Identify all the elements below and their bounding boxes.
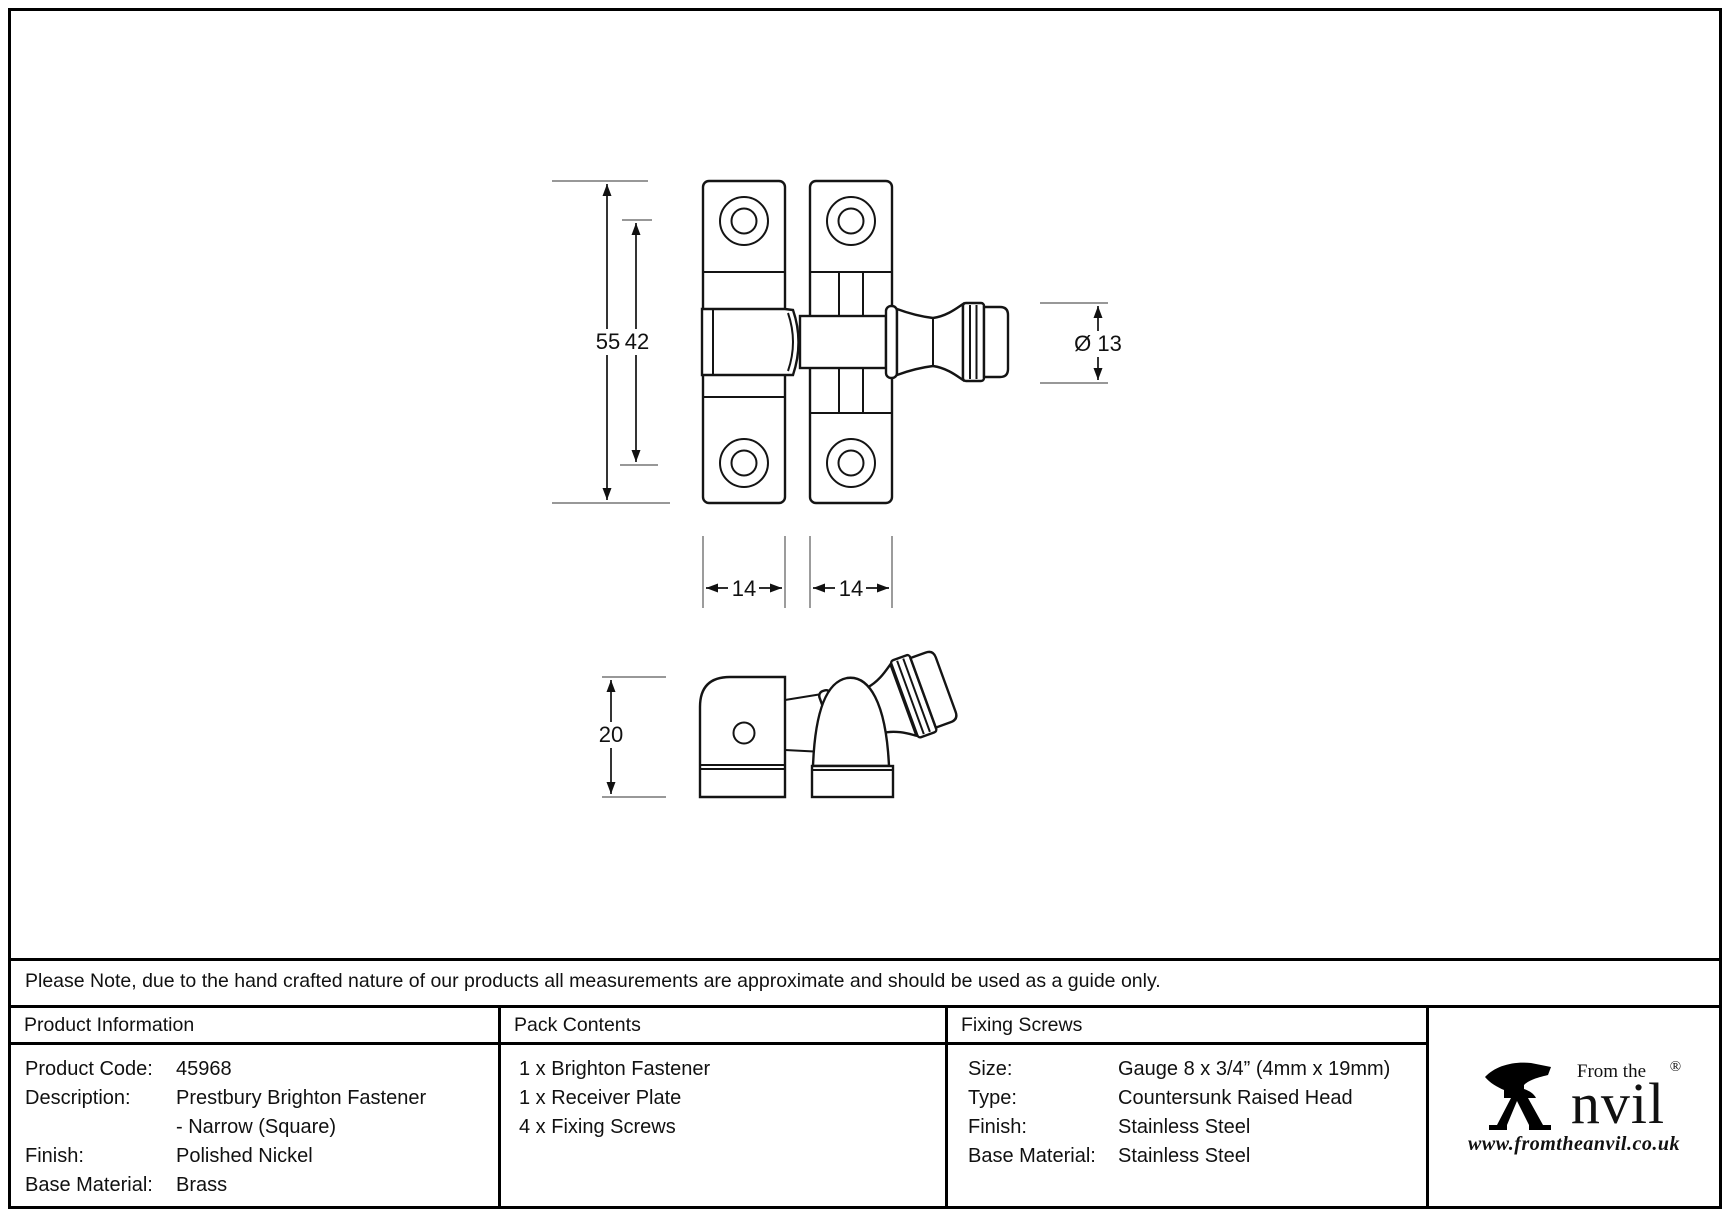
keeper-base [810, 764, 895, 799]
list-item: 1 x Receiver Plate [519, 1087, 682, 1109]
row-value: Countersunk Raised Head [1118, 1087, 1353, 1109]
row-value: Polished Nickel [176, 1145, 313, 1167]
logo-tagline: From the [1576, 1060, 1647, 1082]
spec-table: Product Information Product Code: 45968 … [8, 1005, 1722, 1209]
table-row: Size: Gauge 8 x 3/4” (4mm x 19mm) [948, 1055, 1426, 1084]
row-label: Base Material: [25, 1174, 153, 1196]
row-label: Description: [25, 1087, 131, 1109]
dim-knob-diameter: Ø 13 [1074, 331, 1122, 356]
screw-holes [719, 196, 876, 488]
dimension-14-left: 14 [702, 536, 786, 608]
pack-contents-header: Pack Contents [501, 1008, 945, 1045]
receiver-hole [732, 721, 756, 745]
dim-left-plate-width: 14 [732, 576, 756, 601]
dimension-14-right: 14 [809, 536, 893, 608]
product-information-body: Product Code: 45968 Description: Prestbu… [11, 1045, 498, 1200]
registered-trademark-symbol: ® [1669, 1058, 1682, 1075]
brand-logo-cell: From the nvil ® www.fromtheanvil.co.uk [1426, 1008, 1719, 1206]
table-row: Base Material: Stainless Steel [948, 1142, 1426, 1171]
table-row: Product Code: 45968 [11, 1055, 498, 1084]
fixing-screws-column: Fixing Screws Size: Gauge 8 x 3/4” (4mm … [945, 1008, 1426, 1206]
fixing-screws-header: Fixing Screws [948, 1008, 1426, 1045]
row-value: Brass [176, 1174, 228, 1196]
dim-right-plate-width: 14 [839, 576, 863, 601]
dim-screw-spacing: 42 [625, 329, 649, 354]
logo-website-url: www.fromtheanvil.co.uk [1468, 1132, 1680, 1155]
keeper-dome [811, 676, 891, 768]
pack-contents-body: 1 x Brighton Fastener 1 x Receiver Plate… [501, 1045, 945, 1142]
dimension-20: 20 [596, 676, 666, 798]
row-value: Stainless Steel [1118, 1145, 1251, 1167]
row-value: Gauge 8 x 3/4” (4mm x 19mm) [1118, 1058, 1391, 1080]
fixing-screws-body: Size: Gauge 8 x 3/4” (4mm x 19mm) Type: … [948, 1045, 1426, 1171]
product-information-header: Product Information [11, 1008, 498, 1045]
table-row: Base Material: Brass [11, 1171, 498, 1200]
row-label: Product Code: [25, 1058, 153, 1080]
front-view-fastener [700, 179, 1010, 505]
row-value: Stainless Steel [1118, 1116, 1251, 1138]
list-item: 1 x Brighton Fastener [519, 1058, 711, 1080]
anvil-icon [1484, 1062, 1551, 1130]
dim-side-height: 20 [599, 722, 623, 747]
table-row: Finish: Stainless Steel [948, 1113, 1426, 1142]
row-label [25, 1113, 176, 1142]
row-label: Base Material: [968, 1145, 1096, 1167]
dimension-diameter-13: Ø 13 [1040, 302, 1126, 384]
row-label: Finish: [25, 1145, 84, 1167]
product-information-column: Product Information Product Code: 45968 … [11, 1008, 498, 1206]
row-value: - Narrow (Square) [176, 1116, 337, 1138]
table-row: Description: Prestbury Brighton Fastener [11, 1084, 498, 1113]
dim-overall-height: 55 [596, 329, 620, 354]
row-value: Prestbury Brighton Fastener [176, 1087, 427, 1109]
side-view-receiver [698, 650, 958, 799]
knob-front [884, 301, 1010, 383]
table-row: - Narrow (Square) [11, 1113, 498, 1142]
receiver-block [698, 675, 787, 799]
table-row: Finish: Polished Nickel [11, 1142, 498, 1171]
logo-brand-wordmark: nvil [1570, 1070, 1666, 1136]
table-row: Type: Countersunk Raised Head [948, 1084, 1426, 1113]
dimension-55: 55 [552, 180, 670, 504]
latch-block [700, 307, 800, 377]
row-value: 45968 [176, 1058, 232, 1080]
row-label: Type: [968, 1087, 1017, 1109]
from-the-anvil-logo: From the nvil ® www.fromtheanvil.co.uk [1468, 1058, 1682, 1156]
dimension-42: 42 [620, 219, 658, 466]
row-label: Size: [968, 1058, 1013, 1080]
measurement-note-text: Please Note, due to the hand crafted nat… [25, 970, 1161, 992]
pack-contents-column: Pack Contents 1 x Brighton Fastener 1 x … [498, 1008, 945, 1206]
latch-bar [798, 314, 888, 370]
list-item: 4 x Fixing Screws [519, 1116, 676, 1138]
row-label: Finish: [968, 1116, 1027, 1138]
measurement-note-row: Please Note, due to the hand crafted nat… [8, 958, 1722, 1002]
